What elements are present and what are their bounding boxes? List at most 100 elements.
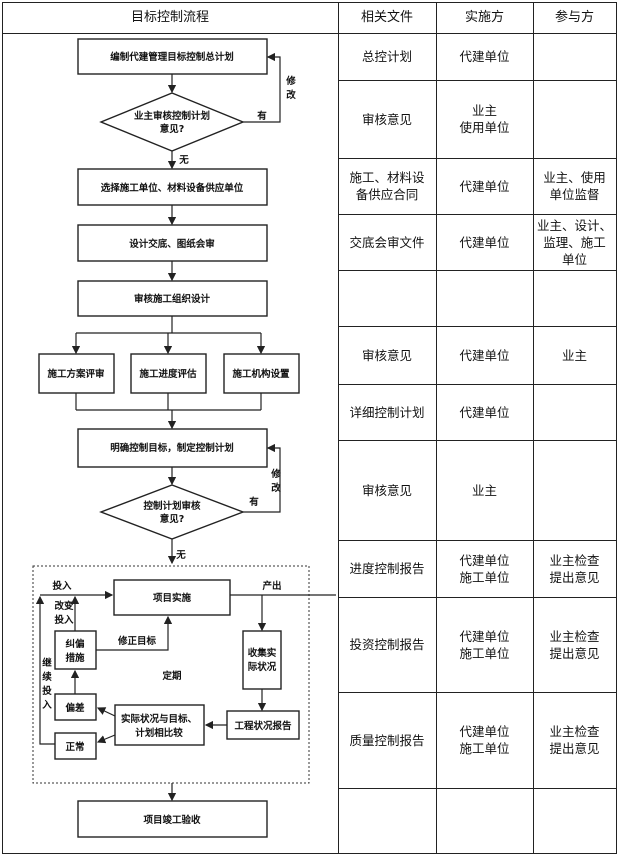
col-divider: [338, 2, 339, 854]
no2-label: 无: [175, 550, 186, 561]
change-b: 投入: [54, 614, 74, 626]
plan-box: [77, 38, 268, 75]
implementer-cell: 代建单位 施工单位: [459, 628, 510, 661]
row-divider: [338, 540, 616, 541]
implementer-cell: 代建单位: [459, 347, 510, 363]
acceptance-box: [77, 800, 268, 838]
compare-b: 计划相比较: [135, 727, 183, 739]
implementer-cell: 代建单位 施工单位: [459, 724, 510, 756]
participant-cell: 业主: [561, 347, 587, 363]
participant-cell: 业主检查 提出意见: [549, 724, 600, 756]
participant-cell: 业主检查 提出意见: [549, 628, 600, 661]
select-text: 选择施工单位、材料设备供应单位: [101, 182, 244, 194]
control-loop-frame: [32, 565, 310, 784]
disclose-text: 设计交底、图纸会审: [129, 238, 215, 250]
collect-box: [242, 630, 282, 690]
revise2-a: 修: [270, 468, 281, 480]
review2-text-2: 意见?: [160, 513, 185, 525]
correct-b: 措施: [65, 652, 85, 664]
participant-cell: 业主检查 提出意见: [549, 552, 600, 585]
continue-d: 入: [41, 700, 52, 711]
continue-a: 继: [42, 657, 52, 669]
machinery-box: [223, 353, 300, 394]
change-a: 改变: [54, 600, 74, 612]
audit-org-box: [77, 280, 268, 317]
scheme-box: [38, 353, 115, 394]
row-divider: [338, 384, 616, 385]
header-divider: [2, 33, 616, 34]
review1-text-1: 业主审核控制计划: [134, 110, 210, 122]
modify-target-label: 修正目标: [117, 635, 157, 647]
define-text: 明确控制目标，制定控制计划: [110, 442, 234, 454]
row-divider: [338, 326, 616, 327]
table-border-right: [616, 2, 617, 854]
schedule-text: 施工进度评估: [139, 368, 197, 380]
deviation-text: 偏差: [65, 702, 85, 714]
implementer-cell: 代建单位 施工单位: [459, 552, 510, 585]
implementer-cell: 业主: [471, 482, 497, 498]
table-border-left: [2, 2, 3, 854]
compare-box: [114, 704, 205, 746]
acceptance-text: 项目竣工验收: [143, 814, 201, 826]
doc-cell: 总控计划: [361, 49, 412, 64]
input-label: 投入: [52, 580, 72, 592]
revise2-b: 改: [271, 482, 281, 494]
doc-cell: 质量控制报告: [349, 732, 425, 748]
compare-a: 实际状况与目标、: [121, 713, 197, 725]
revise1-b: 改: [286, 89, 296, 101]
no1-label: 无: [178, 155, 189, 166]
collect-b: 际状况: [248, 661, 277, 673]
row-divider: [338, 80, 616, 81]
review1-diamond: [99, 92, 245, 152]
machinery-text: 施工机构设置: [232, 368, 290, 380]
implementer-cell: 代建单位: [459, 49, 510, 64]
select-box: [77, 168, 268, 206]
row-divider: [338, 214, 616, 215]
implementer-cell: 代建单位: [459, 178, 510, 194]
doc-cell: 进度控制报告: [349, 561, 425, 576]
header-docs: 相关文件: [360, 10, 413, 25]
normal-text: 正常: [65, 741, 84, 753]
col-divider: [436, 2, 437, 854]
col-divider: [533, 2, 534, 854]
row-divider: [338, 692, 616, 693]
plan-text: 编制代建管理目标控制总计划: [110, 51, 234, 63]
deviation-box: [54, 693, 97, 721]
row-divider: [338, 158, 616, 159]
row-divider: [338, 270, 616, 271]
doc-cell: 详细控制计划: [349, 404, 425, 420]
yes2-label: 有: [249, 496, 259, 508]
header-flow: 目标控制流程: [130, 10, 209, 25]
row-divider: [338, 440, 616, 441]
table-border-bottom: [2, 853, 616, 854]
implementer-cell: 代建单位: [459, 234, 510, 250]
doc-cell: 审核意见: [361, 347, 412, 363]
participant-cell: 业主、使用 单位监督: [543, 170, 606, 202]
doc-cell: 投资控制报告: [349, 637, 425, 652]
doc-cell: 施工、材料设 备供应合同: [349, 170, 425, 202]
implement-text: 项目实施: [153, 592, 192, 604]
audit-org-text: 审核施工组织设计: [134, 293, 211, 305]
review2-diamond: [99, 484, 245, 540]
continue-b: 续: [42, 671, 52, 683]
implementer-cell: 业主 使用单位: [459, 103, 510, 135]
doc-cell: 交底会审文件: [349, 234, 425, 250]
implementer-cell: 代建单位: [459, 404, 510, 420]
output-label: 产出: [262, 580, 281, 592]
eng-report-text: 工程状况报告: [234, 720, 292, 732]
header-participant: 参与方: [554, 10, 594, 25]
revise1-a: 修: [285, 75, 296, 87]
header-implementer: 实施方: [464, 10, 504, 25]
continue-c: 投: [42, 685, 52, 697]
normal-box: [54, 732, 97, 760]
participant-cell: 业主、设计、 监理、施工 单位: [536, 217, 612, 267]
scheme-text: 施工方案评审: [47, 368, 104, 380]
review2-text-1: 控制计划审核: [143, 500, 201, 512]
yes1-label: 有: [257, 110, 267, 122]
row-divider: [338, 597, 616, 598]
doc-cell: 审核意见: [361, 111, 412, 127]
disclose-box: [77, 224, 268, 262]
row-divider: [338, 788, 616, 789]
implement-box: [113, 579, 231, 616]
